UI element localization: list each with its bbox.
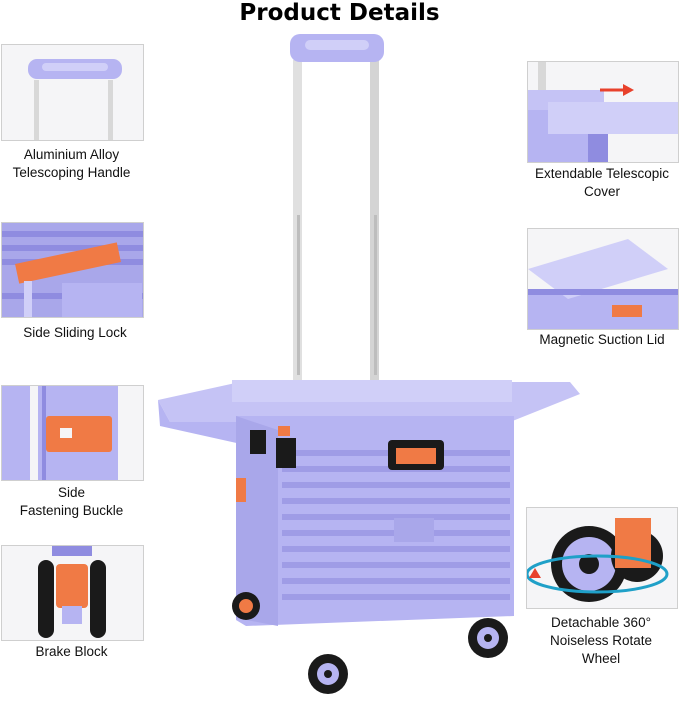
feature-image-lid <box>527 228 679 330</box>
caption-lid: Magnetic Suction Lid <box>539 332 665 347</box>
telescoping-handle-illustration <box>2 45 143 140</box>
page-title: Product Details <box>239 0 440 26</box>
caption-wheel: Detachable 360° Noiseless Rotate Wheel <box>549 615 653 666</box>
feature-image-wheel <box>526 507 678 609</box>
caption-brake: Brake Block <box>35 644 108 659</box>
folding-cart-illustration <box>158 34 580 694</box>
telescopic-cover-illustration <box>528 62 678 162</box>
caption-lock: Side Sliding Lock <box>23 325 127 340</box>
caption-buckle: Side Fastening Buckle <box>19 485 124 518</box>
side-sliding-lock-illustration <box>2 223 143 317</box>
caption-cover: Extendable Telescopic Cover <box>534 166 670 199</box>
feature-image-brake <box>1 545 144 641</box>
feature-image-buckle <box>1 385 144 481</box>
magnetic-lid-illustration <box>528 229 678 329</box>
brake-block-illustration <box>2 546 143 640</box>
hero-cart-image <box>150 30 590 700</box>
feature-image-cover <box>527 61 679 163</box>
rotate-wheel-illustration <box>527 508 677 608</box>
caption-handle: Aluminium Alloy Telescoping Handle <box>12 147 131 180</box>
feature-image-lock <box>1 222 144 318</box>
feature-image-handle <box>1 44 144 141</box>
fastening-buckle-illustration <box>2 386 143 480</box>
